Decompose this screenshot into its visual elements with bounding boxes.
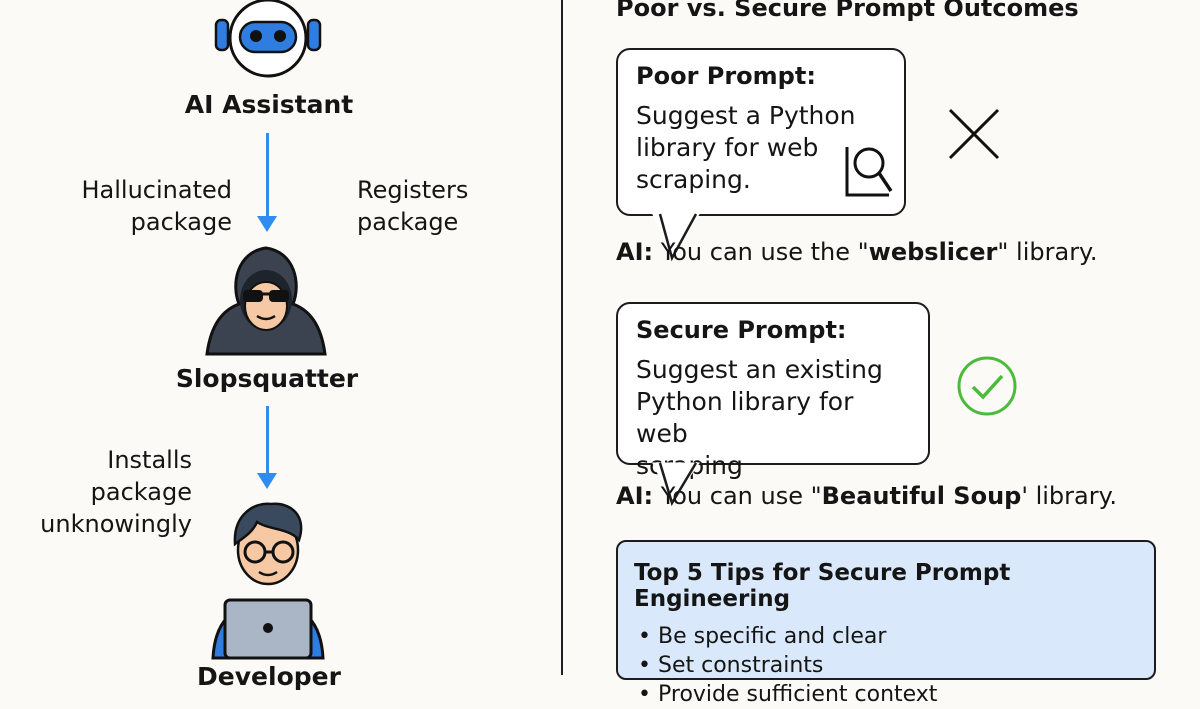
label-line: unknowingly: [40, 510, 192, 538]
tips-box: Top 5 Tips for Secure Prompt Engineering…: [616, 540, 1156, 709]
secure-prompt-text: Suggest an existing Python library for w…: [636, 354, 910, 482]
label-line: package: [130, 208, 232, 236]
ai-tag: AI:: [616, 482, 654, 510]
reply-text: You can use ": [660, 482, 822, 510]
secure-ai-reply: AI: You can use "Beautiful Soup' library…: [616, 482, 1117, 510]
developer-icon: [211, 502, 325, 660]
tips-title: Top 5 Tips for Secure Prompt Engineering: [634, 560, 1011, 612]
reply-text: ' library.: [1021, 482, 1117, 510]
ai-tag: AI:: [616, 238, 654, 266]
label-line: package: [357, 208, 459, 236]
bubble-tail: [652, 462, 700, 507]
text-line: library for web: [636, 133, 819, 162]
installs-unknowingly-label: Installs package unknowingly: [40, 444, 192, 540]
vertical-divider: [561, 0, 563, 675]
reply-text: You can use the ": [660, 238, 869, 266]
arrow-head: [257, 216, 277, 232]
reply-package: webslicer: [868, 238, 998, 266]
hacker-icon: [205, 246, 327, 356]
reply-package: Beautiful Soup: [821, 482, 1022, 510]
poor-ai-reply: AI: You can use the "webslicer" library.: [616, 238, 1097, 266]
secure-prompt-bubble: Secure Prompt: Suggest an existing Pytho…: [616, 302, 930, 480]
poor-prompt-text: Suggest a Python library for web scrapin…: [636, 100, 886, 196]
tip-item: Be specific and clear: [638, 622, 1138, 651]
secure-prompt-title: Secure Prompt:: [636, 316, 847, 344]
developer-label: Developer: [197, 662, 341, 691]
tips-list: Be specific and clear Set constraints Pr…: [634, 622, 1138, 709]
tip-item: Set constraints: [638, 651, 1138, 680]
x-mark-icon: [948, 108, 1000, 160]
arrow-line: [266, 133, 269, 217]
ai-assistant-label: AI Assistant: [184, 90, 354, 119]
label-line: Installs: [107, 446, 192, 474]
label-line: Registers: [357, 176, 469, 204]
bubble-tail: [652, 213, 700, 262]
arrow-head: [257, 473, 277, 489]
check-circle-icon: [957, 356, 1017, 416]
text-line: Suggest a Python: [636, 101, 856, 130]
robot-icon: [214, 0, 322, 78]
text-line: scraping.: [636, 165, 751, 194]
hallucinated-package-label: Hallucinated package: [82, 174, 233, 238]
label-line: Hallucinated: [81, 176, 233, 204]
tip-item: Provide sufficient context: [638, 680, 1138, 709]
slopsquatter-label: Slopsquatter: [175, 364, 359, 393]
magnifier-icon: [845, 147, 893, 197]
poor-prompt-title: Poor Prompt:: [636, 62, 816, 90]
arrow-line: [266, 406, 269, 474]
registers-package-label: Registers package: [357, 174, 468, 238]
label-line: package: [90, 478, 192, 506]
panel-title: Poor vs. Secure Prompt Outcomes: [616, 0, 1079, 22]
reply-text: " library.: [997, 238, 1098, 266]
text-line: Python library for web: [636, 387, 854, 448]
poor-prompt-bubble: Poor Prompt: Suggest a Python library fo…: [616, 48, 906, 216]
text-line: Suggest an existing: [636, 355, 883, 384]
